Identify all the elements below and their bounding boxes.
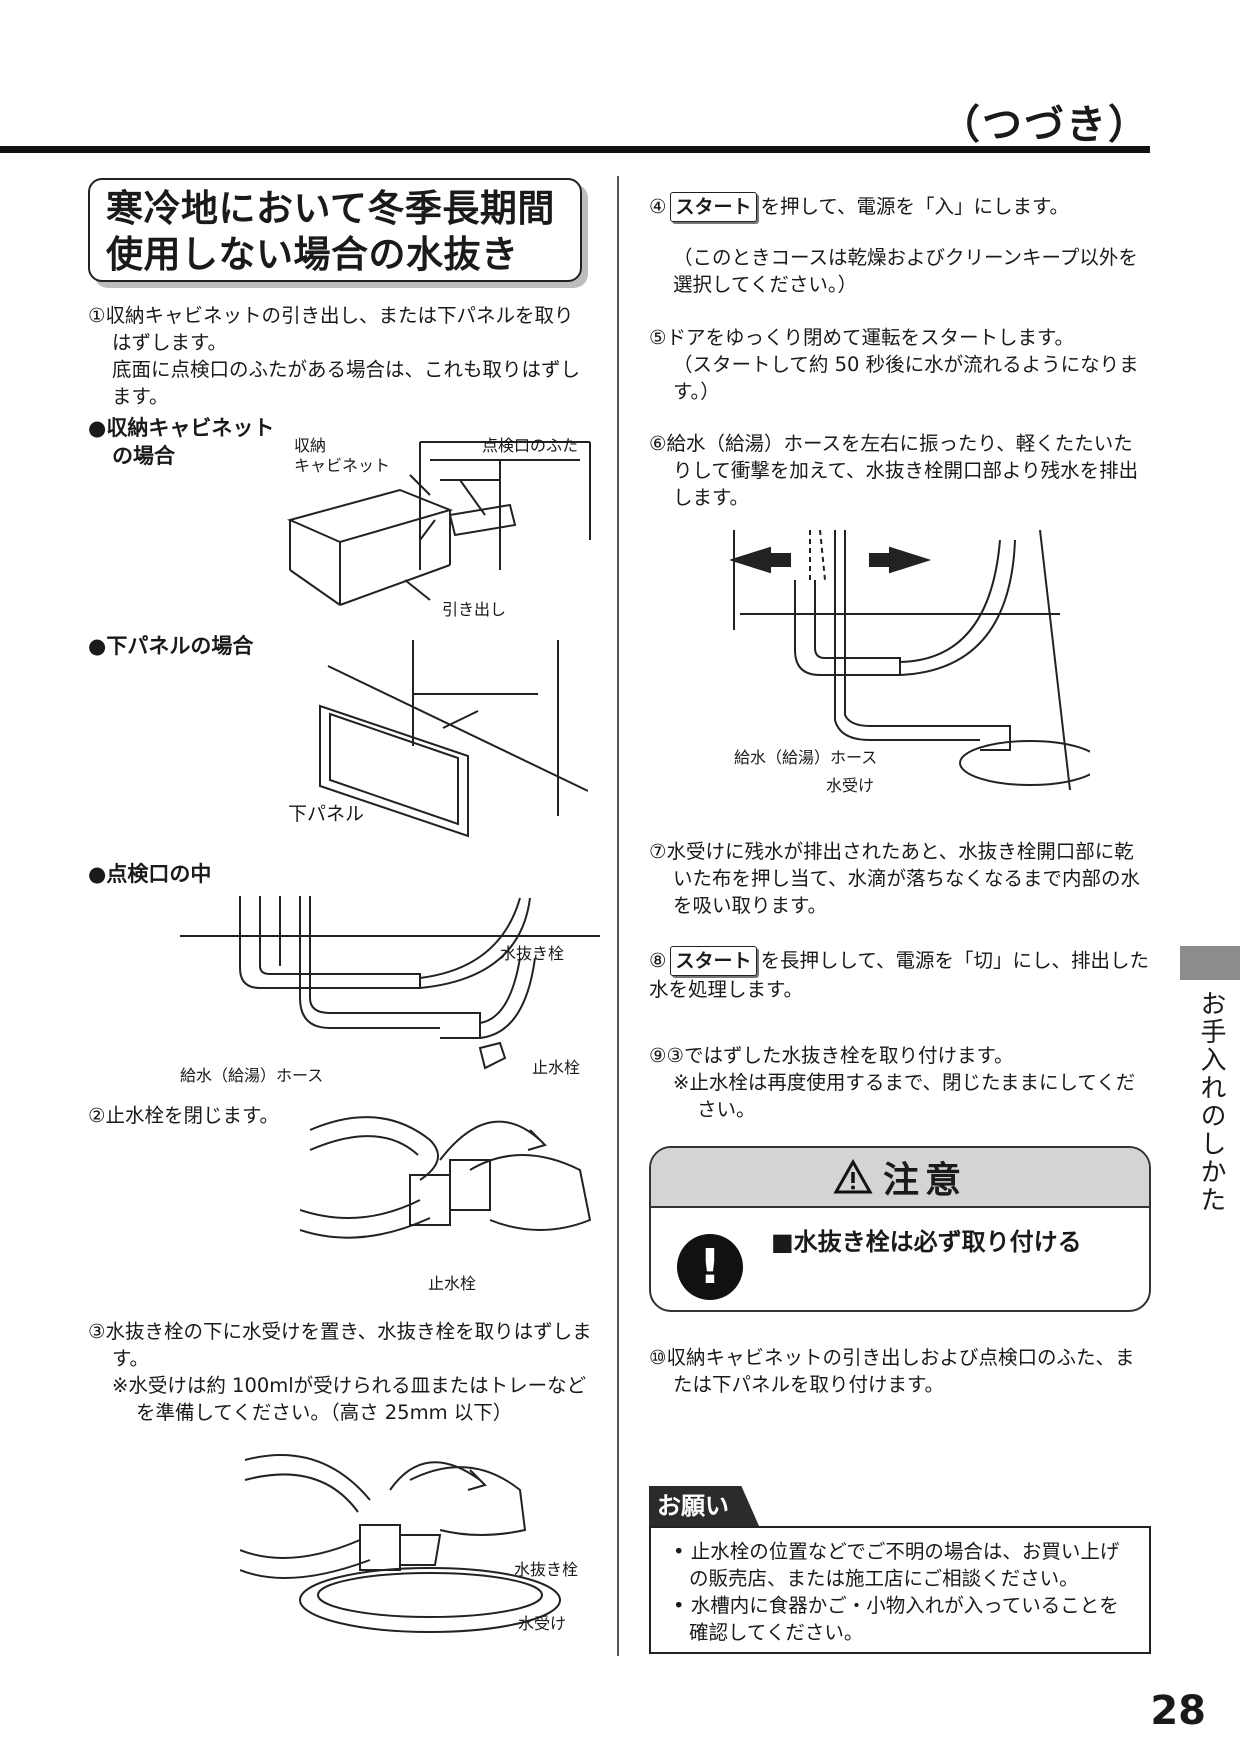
step4-num: ④ (649, 195, 667, 218)
inspection-heading: ●点検口の中 (88, 862, 212, 886)
warning-triangle-icon (833, 1159, 873, 1194)
section-title-line2: 使用しない場合の水抜き (106, 233, 519, 276)
label-drain-plug-2: 水抜き栓 (514, 1560, 579, 1579)
step1-text: ①収納キャビネットの引き出し、または下パネルを取りはずします。 (88, 304, 574, 354)
cabinet-heading-2: の場合 (112, 444, 175, 468)
step4-instruction: を押して、電源を「入」にします。 (760, 195, 1070, 218)
caution-header: 注意 (651, 1148, 1149, 1208)
label-inspection-lid: 点検口のふた (482, 436, 579, 455)
inspection-interior-illustration (180, 896, 600, 1070)
panel-heading: ●下パネルの場合 (88, 634, 254, 658)
section-side-tab (1180, 946, 1240, 980)
step4-sub: （このときコースは乾燥およびクリーンキープ以外を選択してください。） (673, 246, 1138, 296)
continued-heading: （つづき） (940, 102, 1150, 148)
step3-text: ③水抜き栓の下に水受けを置き、水抜き栓を取りはずします。 (88, 1320, 592, 1370)
label-drain-plug: 水抜き栓 (500, 944, 565, 963)
label-stop-valve: 止水栓 (532, 1058, 581, 1077)
step1-subtext: 底面に点検口のふたがある場合は、これも取りはずします。 (112, 358, 581, 408)
step5-sub: （スタートして約 50 秒後に水が流れるようになります。） (673, 353, 1139, 403)
label-cabinet-2: キャビネット (294, 456, 391, 475)
caution-body: ! ■水抜き栓は必ず取り付ける (651, 1208, 1149, 1310)
close-stop-valve-illustration (300, 1116, 592, 1239)
header-rule (0, 146, 1150, 153)
step3-note: ※水受けは約 100mlが受けられる皿またはトレーなどを準備してください。（高さ… (112, 1374, 587, 1424)
page-number: 28 (1150, 1688, 1206, 1734)
start-key-icon: スタート (670, 192, 757, 222)
caution-box: 注意 ! ■水抜き栓は必ず取り付ける (649, 1146, 1151, 1312)
label-supply-hose: 給水（給湯）ホース (180, 1066, 324, 1085)
section-side-label: お手入れのしかた (1196, 990, 1226, 1214)
label-stop-valve-2: 止水栓 (428, 1274, 477, 1293)
step7-text: ⑦水受けに残水が排出されたあと、水抜き栓開口部に乾いた布を押し当て、水滴が落ちな… (649, 840, 1141, 917)
step9-text: ⑨③ではずした水抜き栓を取り付けます。 (649, 1044, 1014, 1067)
cabinet-drawer-illustration (287, 441, 591, 606)
lower-panel-illustration (319, 640, 588, 838)
label-tray-2: 水受け (826, 776, 875, 795)
start-key-icon-2: スタート (670, 946, 757, 976)
step2-text: ②止水栓を閉じます。 (88, 1104, 280, 1127)
request-tab: お願い (649, 1486, 759, 1526)
request-item-2: • 水槽内に食器かご・小物入れが入っていることを確認してください。 (673, 1594, 1119, 1644)
remove-drain-plug-illustration (240, 1454, 561, 1633)
label-cabinet-1: 収納 (294, 436, 327, 455)
shake-hose-illustration (730, 530, 1090, 790)
cabinet-heading-1: ●収納キャビネット (88, 416, 275, 440)
step8-instruction: を長押しして、電源を「切」にし、排出した水を処理します。 (649, 949, 1149, 1001)
caution-title: 注意 (882, 1160, 967, 1201)
step8-num: ⑧ (649, 949, 667, 972)
label-lower-panel: 下パネル (288, 803, 365, 825)
step6-text: ⑥給水（給湯）ホースを左右に振ったり、軽くたたいたりして衝撃を加えて、水抜き栓開… (649, 432, 1139, 509)
step9-note: ※止水栓は再度使用するまで、閉じたままにしてください。 (673, 1071, 1136, 1121)
section-title-line1: 寒冷地において冬季長期間 (106, 187, 555, 230)
step10-text: ⑩収納キャビネットの引き出しおよび点検口のふた、または下パネルを取り付けます。 (649, 1346, 1135, 1396)
step5-text: ⑤ドアをゆっくり閉めて運転をスタートします。 (649, 326, 1075, 349)
label-drawer: 引き出し (442, 600, 507, 619)
request-item-1: • 止水栓の位置などでご不明の場合は、お買い上げの販売店、または施工店にご相談く… (673, 1540, 1120, 1590)
caution-text: ■水抜き栓は必ず取り付ける (771, 1228, 1082, 1256)
column-divider (617, 176, 619, 1656)
section-title-box: 寒冷地において冬季長期間 使用しない場合の水抜き (88, 178, 582, 282)
exclamation-icon: ! (677, 1234, 743, 1300)
request-box: • 止水栓の位置などでご不明の場合は、お買い上げの販売店、または施工店にご相談く… (649, 1526, 1151, 1654)
label-tray: 水受け (518, 1614, 567, 1633)
label-supply-hose-2: 給水（給湯）ホース (734, 748, 878, 767)
